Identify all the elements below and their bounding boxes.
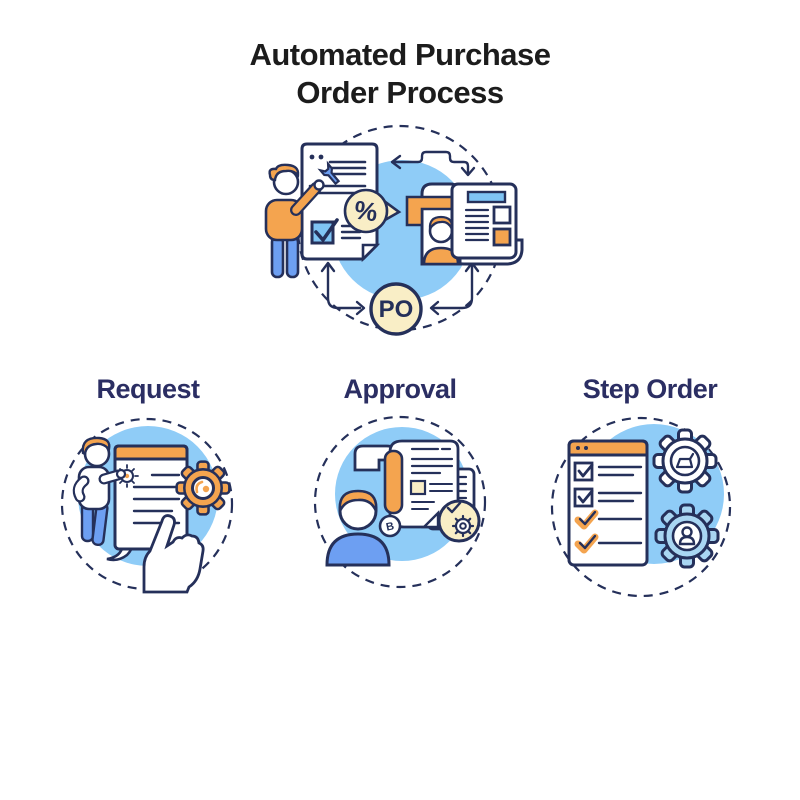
order-user-gear-icon (654, 503, 720, 569)
step-approval: Approval (300, 374, 500, 617)
approver-person-icon (325, 489, 391, 567)
request-gear-icon (175, 460, 231, 516)
approval-dashed-ring (313, 415, 487, 589)
po-badge-label: PO (379, 296, 414, 323)
order-checklist-icon (567, 439, 649, 567)
vendor-webpage-icon (405, 182, 524, 266)
request-person-icon (72, 436, 127, 547)
b-badge-label: B (385, 520, 395, 533)
wrench-icon (317, 160, 341, 186)
step-approval-label: Approval (343, 374, 457, 404)
vendor-avatar-icon (422, 215, 460, 266)
po-badge: PO (369, 282, 423, 336)
order-cart-gear-icon (652, 428, 718, 494)
step-request-label: Request (96, 374, 200, 404)
requester-person-icon (264, 160, 341, 279)
approval-gear-badge-icon (437, 499, 481, 543)
step-request: Request (48, 374, 248, 617)
b-badge: B (378, 514, 402, 538)
order-dashed-ring (550, 416, 732, 598)
pointing-hand-icon (142, 514, 205, 594)
percent-symbol: % (352, 195, 379, 228)
approval-scroll-document-icon (383, 439, 460, 529)
approval-illustration: B (313, 415, 487, 589)
cycle-arrow-top (390, 150, 476, 177)
central-process-svg: % PO (264, 124, 524, 336)
cycle-arrow-bottom-left (320, 261, 366, 316)
step-order-illustration (550, 416, 732, 598)
page-title-line2: Order Process (296, 74, 504, 110)
percent-bubble-icon: % (343, 188, 402, 234)
step-order-label: Step Order (582, 374, 718, 404)
request-illustration (60, 417, 234, 594)
step-order: Step Order (545, 374, 755, 617)
central-process-illustration: % PO (250, 112, 550, 342)
page-title-line1: Automated Purchase (249, 37, 551, 72)
